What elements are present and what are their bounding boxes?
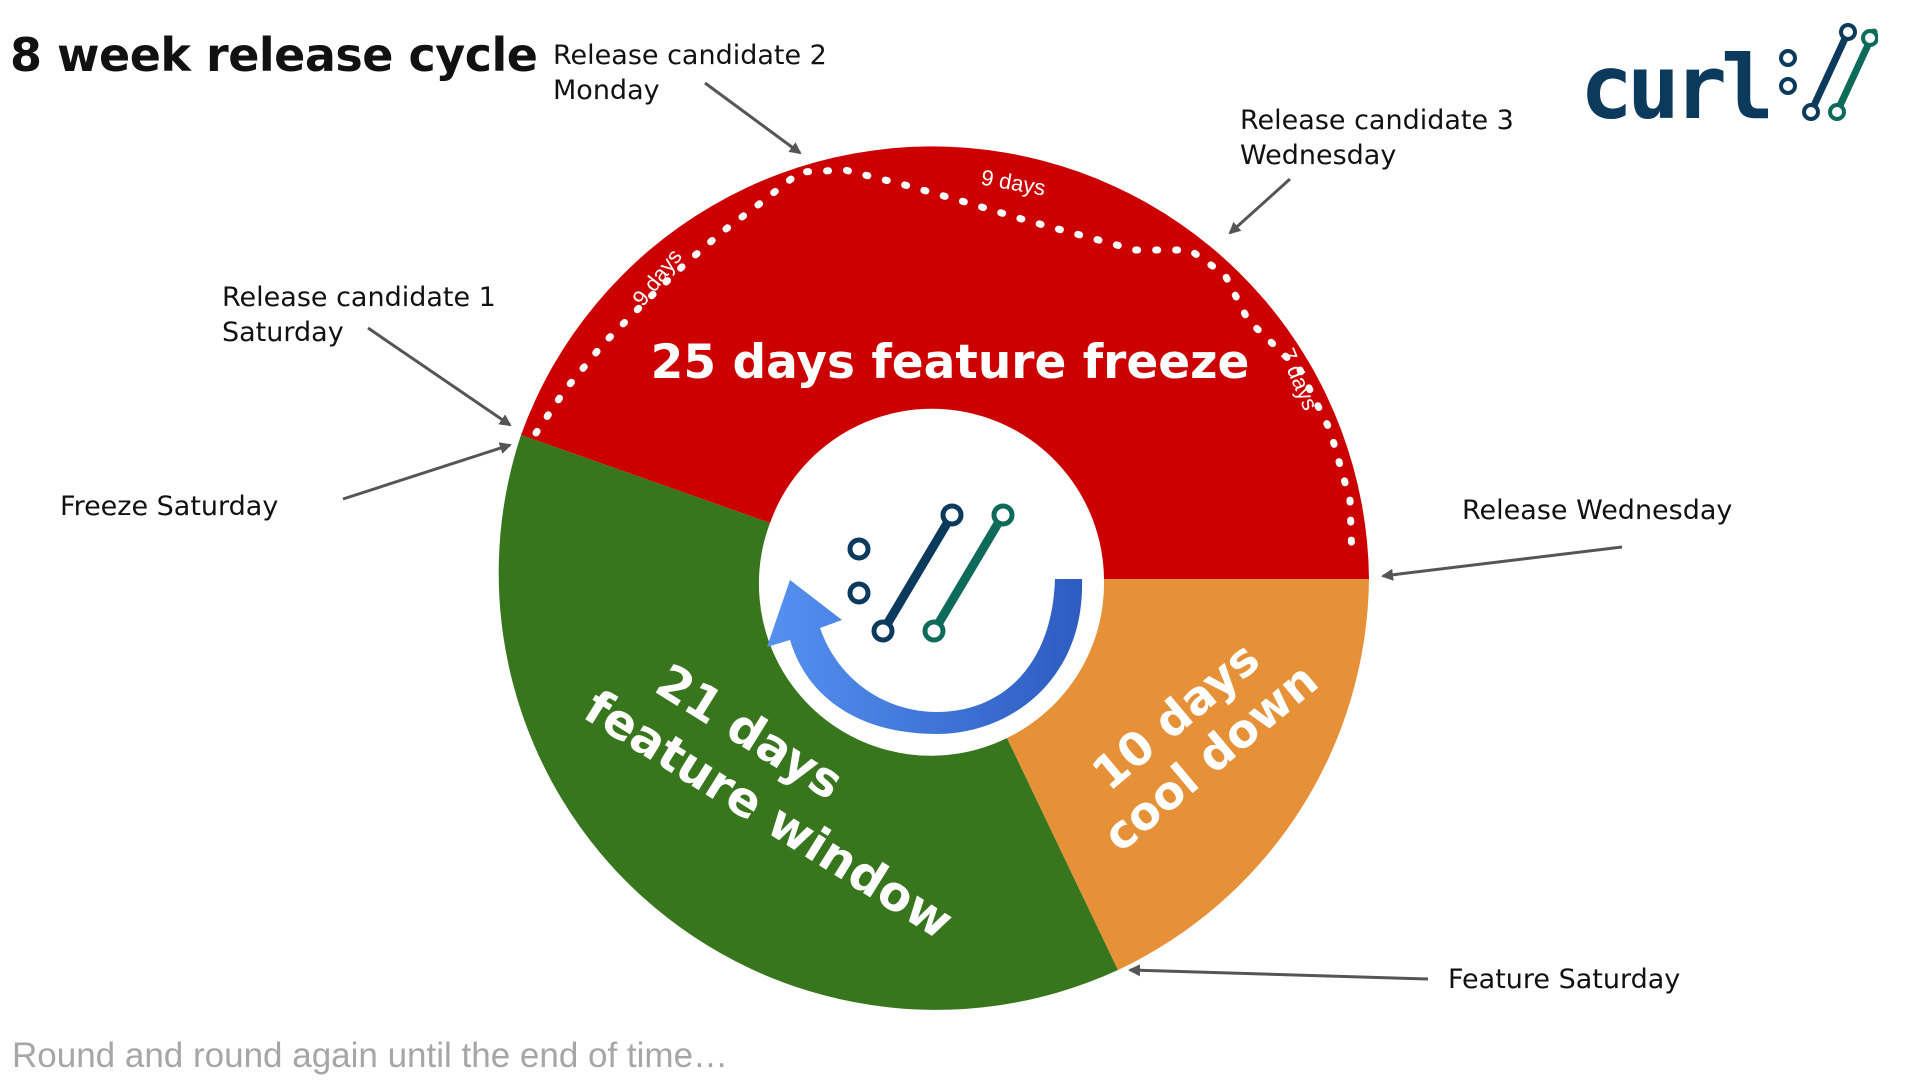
curl-logo: curl bbox=[1580, 23, 1878, 130]
curl-logo-wordmark: curl bbox=[1580, 36, 1769, 130]
callout-release-candidate-1: Release candidate 1 Saturday bbox=[222, 280, 496, 350]
cycle-arrow-icon bbox=[767, 579, 1083, 734]
callout-rc2-line2: Monday bbox=[553, 75, 660, 106]
callout-release-wednesday: Release Wednesday bbox=[1462, 495, 1733, 526]
feature-window-segment bbox=[498, 435, 1118, 1010]
callout-rc3-line1: Release candidate 3 bbox=[1240, 105, 1514, 136]
callout-feature-saturday: Feature Saturday bbox=[1448, 964, 1681, 995]
footer-caption: Round and round again until the end of t… bbox=[12, 1036, 729, 1075]
callout-rc1-line1: Release candidate 1 bbox=[222, 282, 496, 313]
callout-release-candidate-3: Release candidate 3 Wednesday bbox=[1240, 103, 1514, 173]
freeze-segment bbox=[521, 146, 1369, 579]
arrow-release-wednesday bbox=[1381, 545, 1623, 581]
callout-rc3-line2: Wednesday bbox=[1240, 140, 1397, 171]
release-candidate-interval-path bbox=[532, 166, 1356, 564]
callout-release-candidate-2: Release candidate 2 Monday bbox=[553, 38, 827, 108]
callout-freeze-saturday: Freeze Saturday bbox=[60, 491, 279, 522]
callout-rc2-line1: Release candidate 2 bbox=[553, 40, 827, 71]
curl-slash-icon bbox=[847, 503, 1015, 643]
freeze-segment-label: 25 days feature freeze bbox=[651, 335, 1250, 390]
arrow-release-candidate-1 bbox=[367, 326, 512, 427]
arrow-release-candidate-2 bbox=[704, 81, 802, 155]
arrow-freeze-saturday bbox=[342, 442, 512, 501]
cool-down-segment bbox=[1007, 579, 1369, 970]
arrow-feature-saturday bbox=[1128, 964, 1429, 981]
callout-rc1-line2: Saturday bbox=[222, 317, 344, 348]
arrow-release-candidate-3 bbox=[1228, 177, 1292, 235]
slide-title: 8 week release cycle bbox=[10, 28, 538, 82]
